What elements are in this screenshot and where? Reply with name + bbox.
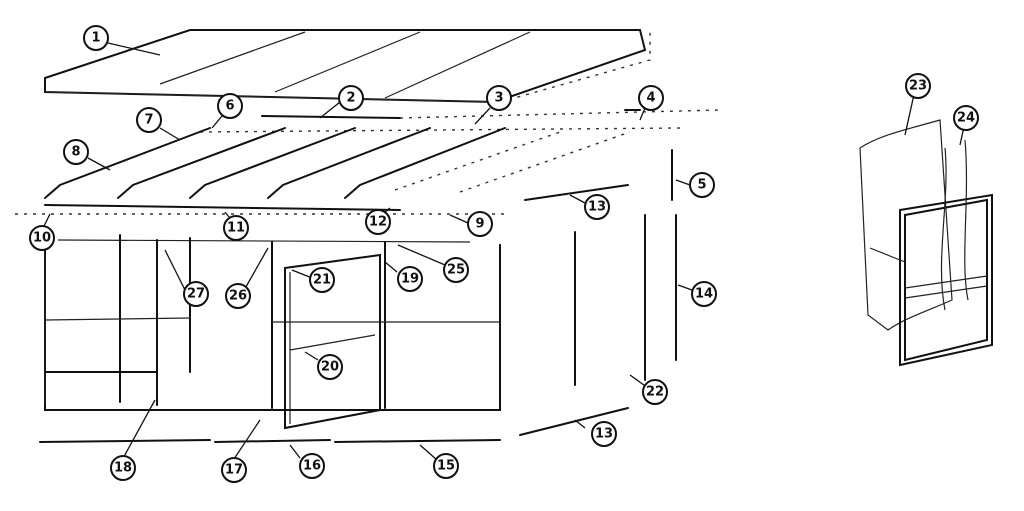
callout-part-23: 23 xyxy=(905,73,931,99)
callout-part-18: 18 xyxy=(110,455,136,481)
callout-part-19: 19 xyxy=(397,266,423,292)
callout-label: 6 xyxy=(225,99,234,114)
callout-part-22: 22 xyxy=(642,379,668,405)
callout-part-7: 7 xyxy=(136,107,162,133)
wall-frame xyxy=(44,234,501,411)
callout-label: 8 xyxy=(71,145,80,160)
callout-part-21: 21 xyxy=(309,267,335,293)
callout-label: 16 xyxy=(303,459,321,474)
callout-part-14: 14 xyxy=(691,281,717,307)
screen-door xyxy=(284,253,381,430)
callout-label: 20 xyxy=(321,360,339,375)
callout-label: 5 xyxy=(697,178,706,193)
callout-part-6: 6 xyxy=(217,93,243,119)
callout-label: 26 xyxy=(229,289,247,304)
callout-label: 21 xyxy=(313,273,331,288)
callout-part-3: 3 xyxy=(486,85,512,111)
callout-label: 17 xyxy=(225,463,243,478)
callout-label: 3 xyxy=(494,91,503,106)
callout-label: 22 xyxy=(646,385,664,400)
callout-label: 12 xyxy=(369,215,387,230)
callout-part-8: 8 xyxy=(63,139,89,165)
callout-part-4: 4 xyxy=(638,85,664,111)
part-callouts: 1 2 3 4 5 6 7 8 9 10 11 xyxy=(29,25,979,483)
callout-label: 25 xyxy=(447,263,465,278)
callout-part-27: 27 xyxy=(183,281,209,307)
callout-part-26: 26 xyxy=(225,283,251,309)
callout-part-25: 25 xyxy=(443,257,469,283)
callout-label: 7 xyxy=(144,113,153,128)
callout-part-9: 9 xyxy=(467,211,493,237)
callout-label: 23 xyxy=(909,79,927,94)
callout-part-24: 24 xyxy=(953,105,979,131)
callout-part-17: 17 xyxy=(221,457,247,483)
callout-label: 10 xyxy=(33,231,51,246)
callout-label: 1 xyxy=(91,31,100,46)
callout-label: 24 xyxy=(957,111,975,126)
callout-label: 14 xyxy=(695,287,713,302)
callout-label: 18 xyxy=(114,461,132,476)
callout-part-16: 16 xyxy=(299,453,325,479)
callout-part-10: 10 xyxy=(29,225,55,251)
callout-label: 27 xyxy=(187,287,205,302)
bottom-tracks xyxy=(39,439,501,443)
roof-rafters xyxy=(44,127,631,199)
callout-label: 15 xyxy=(437,459,455,474)
callout-part-13-bottom: 13 xyxy=(591,421,617,447)
side-parts xyxy=(519,109,677,436)
callout-part-5: 5 xyxy=(689,172,715,198)
roof-header-rail xyxy=(199,109,721,133)
callout-label: 13 xyxy=(588,200,606,215)
callout-part-15: 15 xyxy=(433,453,459,479)
callout-label: 9 xyxy=(475,217,484,232)
callout-part-11: 11 xyxy=(223,215,249,241)
eave-rail xyxy=(15,204,510,243)
callout-part-2: 2 xyxy=(338,85,364,111)
window-detail xyxy=(859,119,993,367)
callout-label: 4 xyxy=(646,91,655,106)
callout-label: 19 xyxy=(401,272,419,287)
callout-part-13-top: 13 xyxy=(584,194,610,220)
roof-panels xyxy=(44,29,651,104)
callout-label: 13 xyxy=(595,427,613,442)
callout-label: 11 xyxy=(227,221,245,236)
callout-part-12: 12 xyxy=(365,209,391,235)
callout-part-20: 20 xyxy=(317,354,343,380)
callout-part-1: 1 xyxy=(83,25,109,51)
callout-label: 2 xyxy=(346,91,355,106)
